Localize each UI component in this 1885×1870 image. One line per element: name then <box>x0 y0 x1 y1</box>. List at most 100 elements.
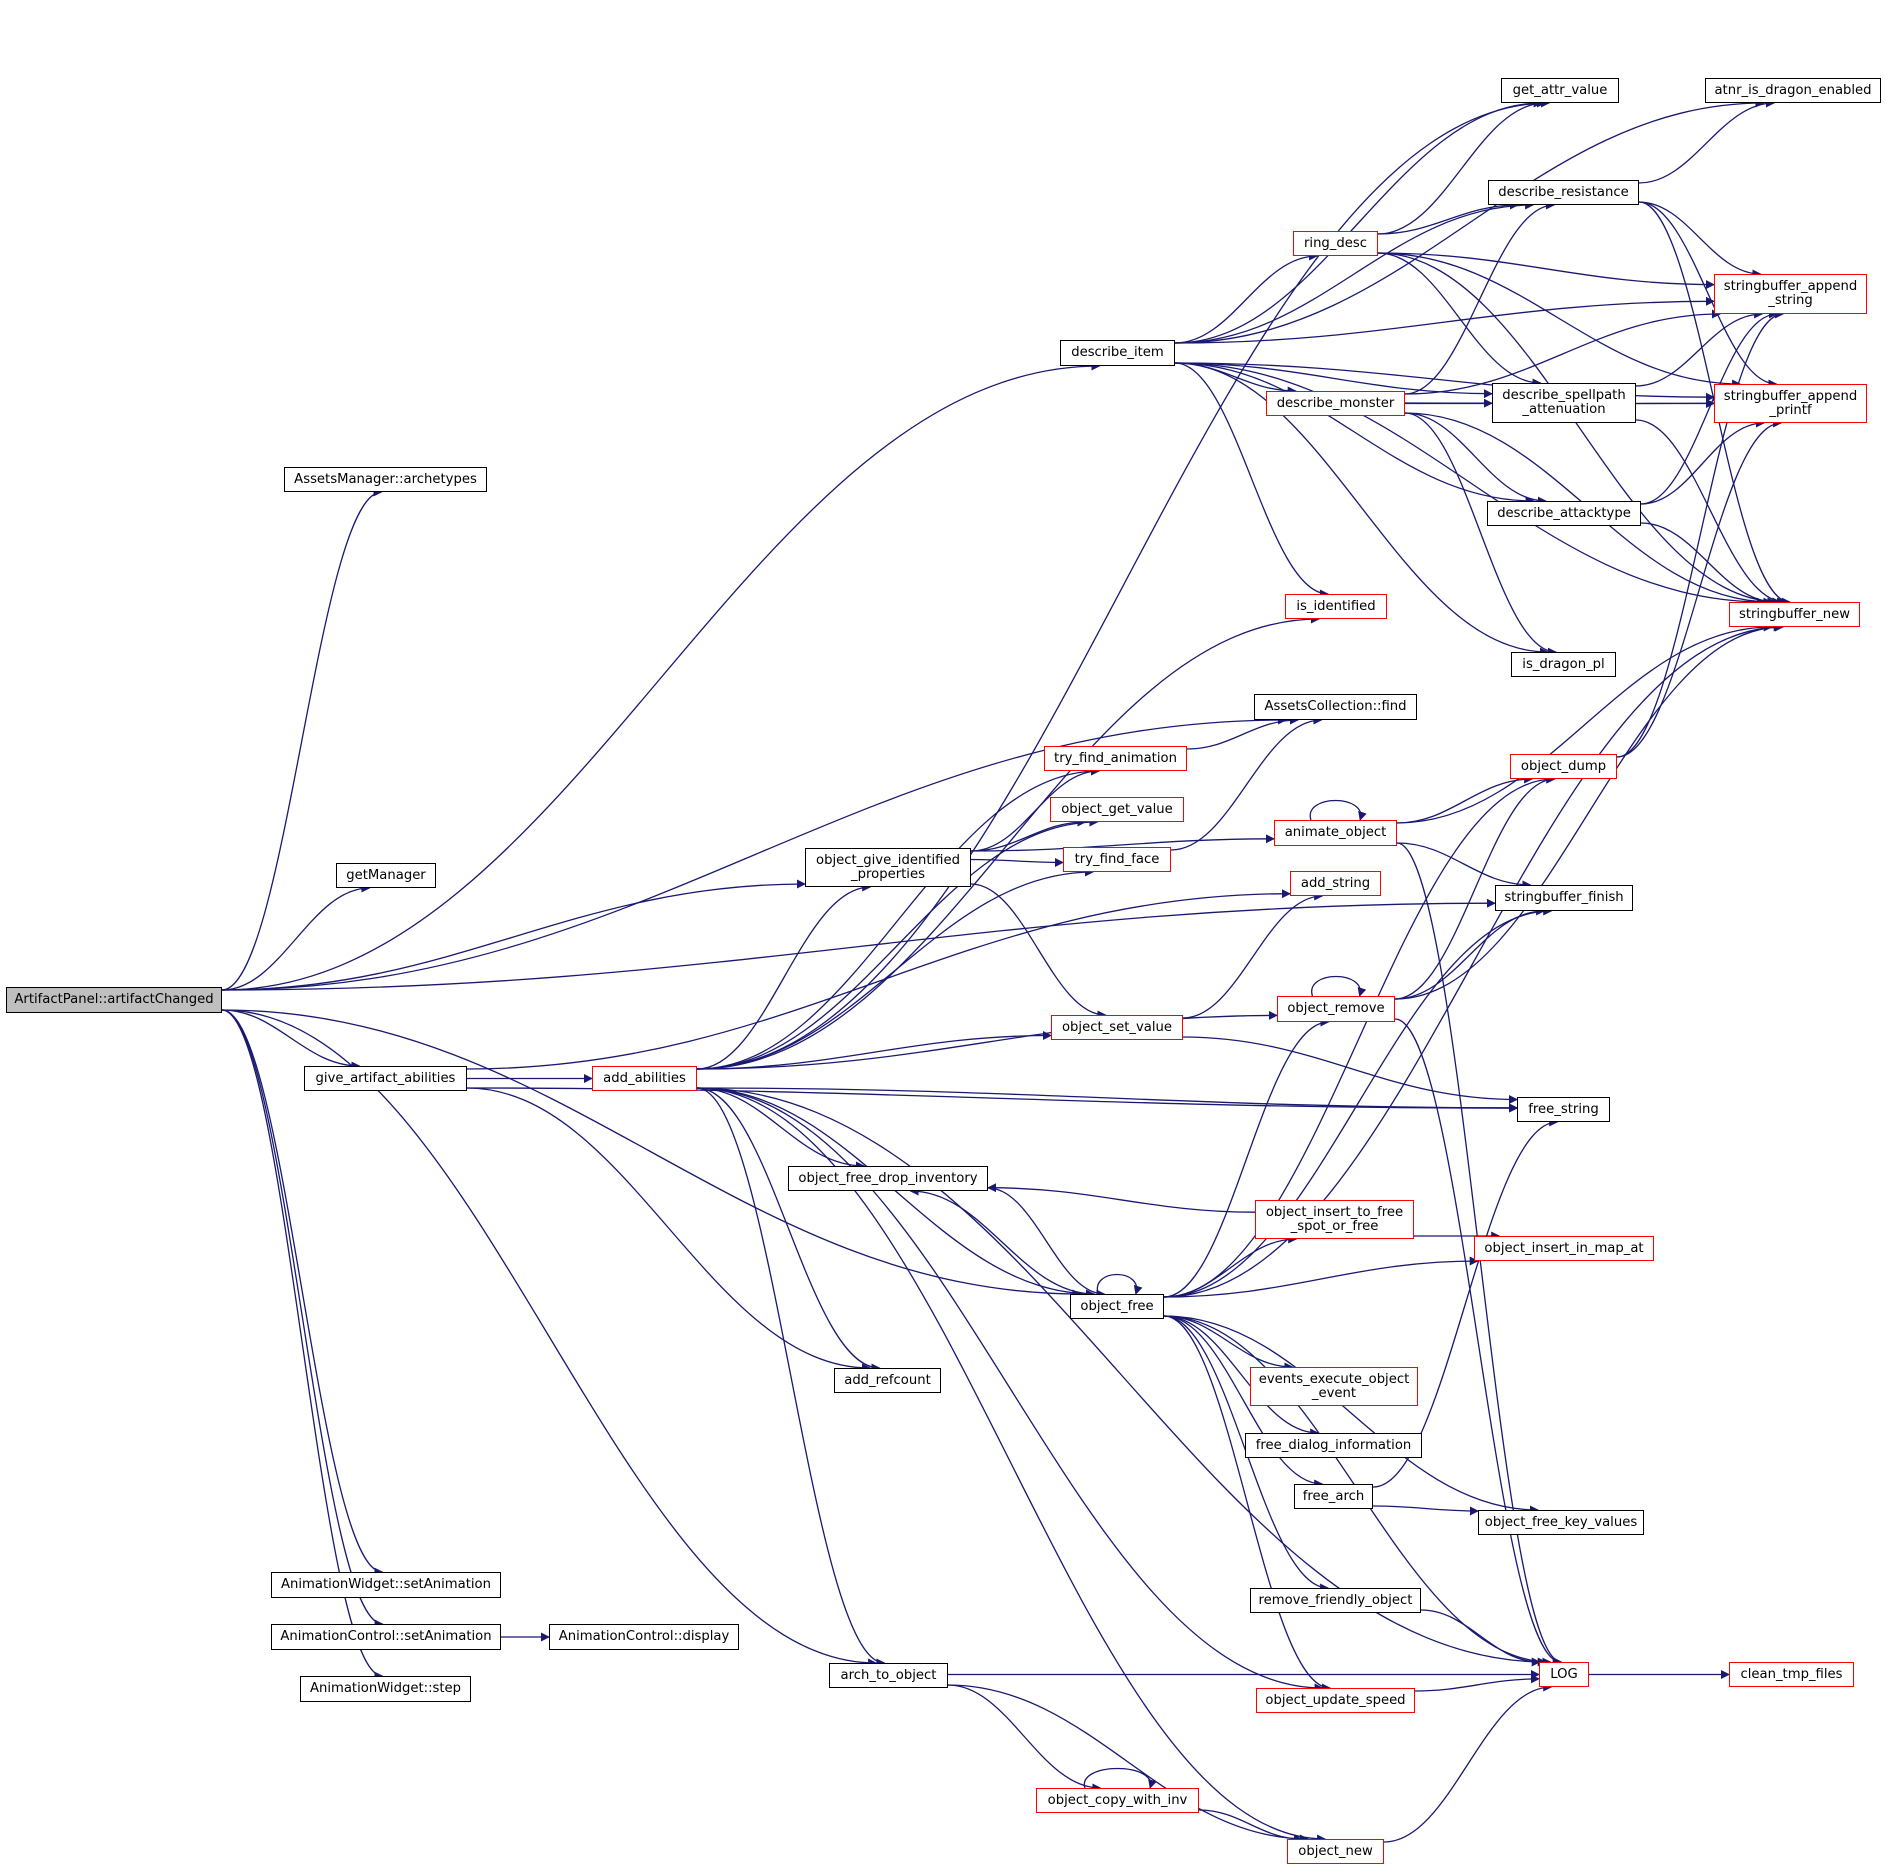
node-animationwidget-step[interactable]: AnimationWidget::step <box>300 1676 471 1702</box>
node-object-set-value[interactable]: object_set_value <box>1051 1015 1183 1040</box>
node-free-arch[interactable]: free_arch <box>1294 1484 1373 1509</box>
call-edge-free_arch-to-ofkv <box>1372 1505 1479 1516</box>
node-remove-friendly-object[interactable]: remove_friendly_object <box>1250 1588 1421 1613</box>
node-try-find-animation[interactable]: try_find_animation <box>1044 746 1187 771</box>
call-edge-ring_desc-to-sb_append_printf <box>1377 252 1742 389</box>
node-animationwidget-setanimation[interactable]: AnimationWidget::setAnimation <box>271 1572 501 1598</box>
call-edge-add_abilities-to-ogip <box>696 882 872 1070</box>
node-log[interactable]: LOG <box>1539 1662 1589 1687</box>
call-edge-root-to-arch_to_object <box>221 1009 878 1668</box>
call-edge-describe_monster-to-describe_attacktype <box>1404 412 1547 506</box>
node-object-free[interactable]: object_free <box>1070 1294 1164 1319</box>
call-edge-root-to-assets_archetypes <box>221 487 383 991</box>
call-edge-describe_item-to-describe_spellpath <box>1174 362 1493 399</box>
node-describe-item[interactable]: describe_item <box>1060 340 1175 366</box>
call-edge-give_artifact_abilities-to-add_string <box>466 889 1291 1070</box>
root-node-artifactpanel-artifactchanged: ArtifactPanel::artifactChanged <box>6 987 222 1013</box>
node-stringbuffer-new[interactable]: stringbuffer_new <box>1729 602 1860 627</box>
node-add-abilities[interactable]: add_abilities <box>592 1066 697 1091</box>
node-free-dialog-information[interactable]: free_dialog_information <box>1245 1433 1422 1458</box>
call-edge-describe_item-to-atnr_is_dragon_enabled <box>1174 98 1765 344</box>
call-edge-add_abilities-to-object_new <box>696 1087 1327 1844</box>
node-object-remove[interactable]: object_remove <box>1277 996 1395 1022</box>
call-edge-root-to-aw_setAnimation <box>221 1009 384 1577</box>
node-is-dragon-pl[interactable]: is_dragon_pl <box>1511 652 1616 677</box>
call-edge-describe_monster-to-describe_resistance <box>1404 200 1555 395</box>
node-atnr-is-dragon-enabled[interactable]: atnr_is_dragon_enabled <box>1705 78 1881 103</box>
node-events-execute-object-event[interactable]: events_execute_object _event <box>1250 1367 1418 1406</box>
node-assetscollection-find[interactable]: AssetsCollection::find <box>1254 694 1417 720</box>
call-edge-describe_spellpath-to-sb_append_string <box>1635 309 1764 387</box>
call-edge-describe_item-to-describe_attacktype <box>1174 362 1535 506</box>
call-edge-object_free-to-ous <box>1163 1315 1331 1693</box>
node-ring-desc[interactable]: ring_desc <box>1293 231 1378 256</box>
call-edge-ogip-to-object_get_value <box>970 817 1087 852</box>
call-edge-object_remove-to-object_remove <box>1311 976 1367 997</box>
call-edge-root-to-ogip <box>221 879 806 991</box>
node-get-attr-value[interactable]: get_attr_value <box>1501 78 1619 103</box>
call-edge-free_arch-to-free_string <box>1372 1117 1559 1488</box>
node-add-refcount[interactable]: add_refcount <box>834 1368 941 1393</box>
node-object-give-identified-properties[interactable]: object_give_identified _properties <box>805 848 971 887</box>
call-edge-ogip-to-try_find_animation <box>970 766 1100 852</box>
node-object-new[interactable]: object_new <box>1287 1839 1384 1864</box>
call-edge-add_abilities-to-ous <box>696 1087 1324 1693</box>
node-stringbuffer-append-printf[interactable]: stringbuffer_append _printf <box>1714 384 1867 423</box>
call-edge-describe_monster-to-sb_append_string <box>1404 309 1721 395</box>
call-edge-animate_object-to-sb_new <box>1396 622 1773 824</box>
node-describe-resistance[interactable]: describe_resistance <box>1488 180 1639 205</box>
call-edge-root-to-describe_item <box>221 361 1101 991</box>
node-try-find-face[interactable]: try_find_face <box>1063 847 1171 872</box>
call-edge-add_abilities-to-arch_to_object <box>696 1087 886 1668</box>
call-edge-arch_to_object-to-object_new <box>947 1684 1309 1844</box>
call-edge-add_abilities-to-try_find_animation <box>696 766 1101 1070</box>
node-describe-spellpath-attenuation[interactable]: describe_spellpath _attenuation <box>1492 383 1636 423</box>
call-edge-add_abilities-to-object_set_value <box>696 1031 1052 1070</box>
call-edge-oitfsof-to-ofdi <box>987 1183 1256 1213</box>
call-edge-add_abilities-to-try_find_face <box>696 867 1094 1070</box>
call-edge-animate_object-to-object_dump <box>1396 774 1534 824</box>
call-edge-describe_item-to-get_attr_value <box>1174 98 1543 344</box>
call-edge-object_free-to-object_remove <box>1163 1017 1330 1298</box>
call-edge-object_free-to-ofdi <box>909 1186 1095 1295</box>
node-arch-to-object[interactable]: arch_to_object <box>829 1663 948 1688</box>
node-object-update-speed[interactable]: object_update_speed <box>1256 1688 1415 1713</box>
node-give-artifact-abilities[interactable]: give_artifact_abilities <box>304 1066 467 1091</box>
node-stringbuffer-finish[interactable]: stringbuffer_finish <box>1495 885 1633 911</box>
node-animate-object[interactable]: animate_object <box>1274 820 1397 846</box>
node-object-insert-to-free-spot-or-free[interactable]: object_insert_to_free _spot_or_free <box>1255 1200 1414 1239</box>
call-edge-add_abilities-to-object_remove <box>696 1010 1278 1070</box>
call-edge-describe_item-to-sb_append_string <box>1174 296 1715 344</box>
node-add-string[interactable]: add_string <box>1290 871 1381 896</box>
node-object-insert-in-map-at[interactable]: object_insert_in_map_at <box>1474 1236 1654 1261</box>
call-edge-ring_desc-to-describe_resistance <box>1377 200 1519 235</box>
node-describe-attacktype[interactable]: describe_attacktype <box>1487 501 1641 526</box>
node-free-string[interactable]: free_string <box>1517 1097 1610 1122</box>
call-edge-describe_attacktype-to-sb_new <box>1640 522 1777 607</box>
node-animationcontrol-display[interactable]: AnimationControl::display <box>549 1624 739 1650</box>
node-stringbuffer-append-string[interactable]: stringbuffer_append _string <box>1714 274 1867 314</box>
node-object-copy-with-inv[interactable]: object_copy_with_inv <box>1036 1788 1199 1813</box>
node-assetsmanager-archetypes[interactable]: AssetsManager::archetypes <box>284 467 487 492</box>
call-edge-ring_desc-to-sb_append_string <box>1377 252 1715 290</box>
call-edge-try_find_animation-to-assets_find <box>1186 715 1299 750</box>
node-object-free-drop-inventory[interactable]: object_free_drop_inventory <box>788 1166 988 1191</box>
call-edge-object_free-to-object_free <box>1096 1274 1143 1295</box>
call-edge-animate_object-to-sb_finish <box>1396 842 1532 890</box>
call-edge-give_artifact_abilities-to-free_string <box>466 1087 1518 1113</box>
node-getmanager[interactable]: getManager <box>336 863 436 888</box>
node-animationcontrol-setanimation[interactable]: AnimationControl::setAnimation <box>271 1624 501 1650</box>
node-object-dump[interactable]: object_dump <box>1510 754 1617 779</box>
call-edge-root-to-ac_setAnimation <box>221 1009 384 1629</box>
node-clean-tmp-files[interactable]: clean_tmp_files <box>1729 1662 1854 1687</box>
node-object-free-key-values[interactable]: object_free_key_values <box>1478 1510 1644 1535</box>
call-edge-object_remove-to-object_dump <box>1394 774 1556 1000</box>
call-edge-object_free-to-sb_new <box>1163 622 1784 1298</box>
call-edge-object_dump-to-sb_append_string <box>1616 309 1785 758</box>
call-edge-add_abilities-to-free_string <box>696 1087 1518 1113</box>
node-object-get-value[interactable]: object_get_value <box>1050 797 1184 822</box>
node-is-identified[interactable]: is_identified <box>1285 594 1387 619</box>
call-edge-object_set_value-to-add_string <box>1182 891 1324 1019</box>
node-describe-monster[interactable]: describe_monster <box>1266 391 1405 416</box>
call-edge-add_abilities-to-LOG <box>696 1087 1547 1667</box>
